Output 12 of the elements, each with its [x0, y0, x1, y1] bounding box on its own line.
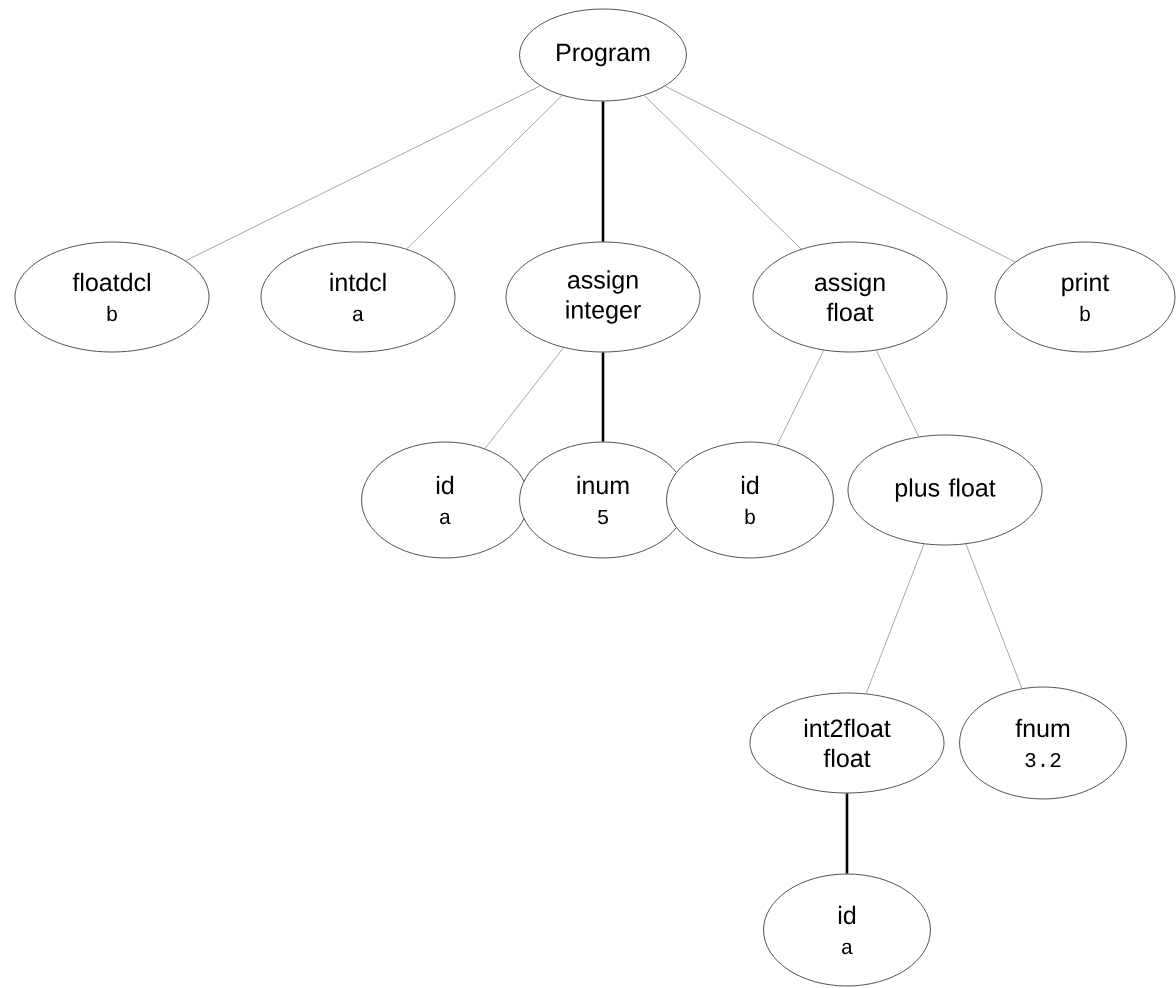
tree-edge: [965, 543, 1023, 689]
tree-edge: [865, 543, 925, 694]
tree-edge: [776, 350, 825, 446]
tree-edge: [664, 85, 1016, 263]
tree-edge: [845, 793, 849, 874]
tree-edge: [484, 347, 564, 449]
tree-edge: [601, 352, 605, 442]
tree-edge: [185, 85, 541, 262]
tree-edge: [875, 350, 920, 437]
tree-edge: [406, 95, 563, 250]
tree-edge: [601, 101, 605, 242]
tree-edge: [643, 95, 802, 250]
